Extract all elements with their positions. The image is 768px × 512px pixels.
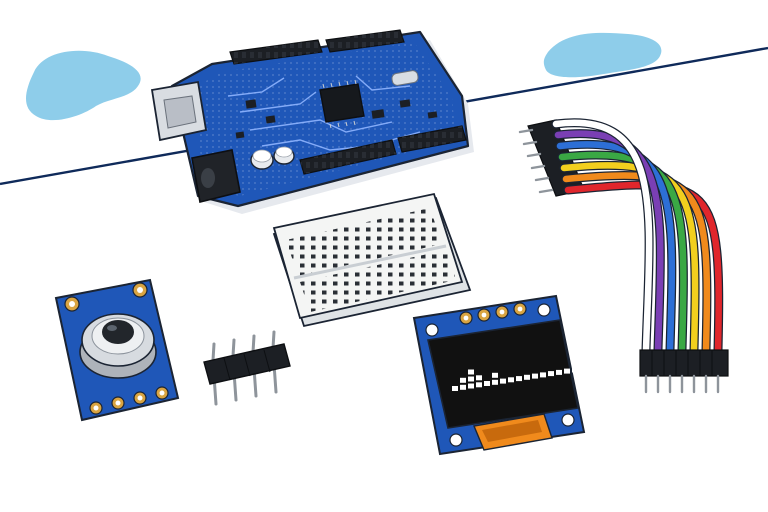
oled-pixel bbox=[492, 372, 498, 378]
oled-mount-holes bbox=[425, 303, 575, 447]
oled-pixel bbox=[460, 384, 466, 390]
pin-header bbox=[203, 330, 291, 406]
mini-breadboard bbox=[272, 192, 472, 328]
cloud-right bbox=[543, 32, 662, 78]
ribbon-wire bbox=[560, 162, 699, 354]
oled-pixel bbox=[524, 374, 530, 380]
power-jack bbox=[191, 149, 241, 203]
oled-pixel bbox=[468, 383, 474, 389]
breadboard-holes bbox=[286, 208, 456, 312]
smd-parts bbox=[235, 99, 438, 139]
oled-pixel bbox=[540, 372, 546, 378]
temperature-sensor-module bbox=[54, 278, 180, 422]
oled-pixel bbox=[468, 376, 474, 382]
oled-pixel-bars bbox=[452, 367, 578, 391]
ribbon-wire bbox=[562, 172, 711, 354]
oled-pixel bbox=[476, 375, 482, 381]
oled-pixel bbox=[572, 367, 578, 373]
oled-pixel bbox=[500, 378, 506, 384]
oled-flex-cable bbox=[473, 413, 553, 451]
microcontroller-board bbox=[150, 29, 474, 214]
oled-pixel bbox=[564, 368, 570, 374]
microcontroller-chip bbox=[319, 79, 365, 129]
oled-pixel bbox=[484, 381, 490, 386]
oled-pixel bbox=[516, 376, 522, 382]
ribbon-wire bbox=[564, 181, 722, 354]
ribbon-wires bbox=[551, 118, 724, 355]
oled-pixel bbox=[532, 373, 538, 379]
header-top bbox=[229, 29, 405, 65]
oled-pixel bbox=[492, 379, 498, 385]
crystal-oscillator bbox=[391, 70, 419, 86]
oled-pixel bbox=[468, 369, 474, 375]
header-bottom bbox=[299, 125, 467, 175]
oled-pixel bbox=[476, 382, 482, 388]
ir-sensor-can bbox=[79, 313, 157, 379]
oled-pixel bbox=[452, 386, 458, 391]
oled-pixel bbox=[548, 371, 554, 377]
usb-connector bbox=[150, 80, 208, 142]
oled-pixel bbox=[556, 369, 562, 375]
capacitors bbox=[250, 146, 295, 170]
ribbon-bottom-connectors bbox=[639, 349, 729, 394]
cloud-left bbox=[26, 50, 141, 121]
breadboard-channel bbox=[293, 244, 447, 280]
oled-pixel bbox=[508, 377, 514, 383]
oled-pixel bbox=[460, 377, 466, 383]
ribbon-wire bbox=[556, 141, 676, 354]
ribbon-wire bbox=[554, 130, 664, 354]
sky-clouds bbox=[26, 32, 662, 121]
ribbon-wire bbox=[552, 119, 653, 354]
ribbon-wire bbox=[558, 151, 687, 354]
oled-screen bbox=[427, 319, 579, 429]
oled-display-module bbox=[412, 294, 586, 456]
jumper-wire-ribbon bbox=[518, 118, 729, 394]
